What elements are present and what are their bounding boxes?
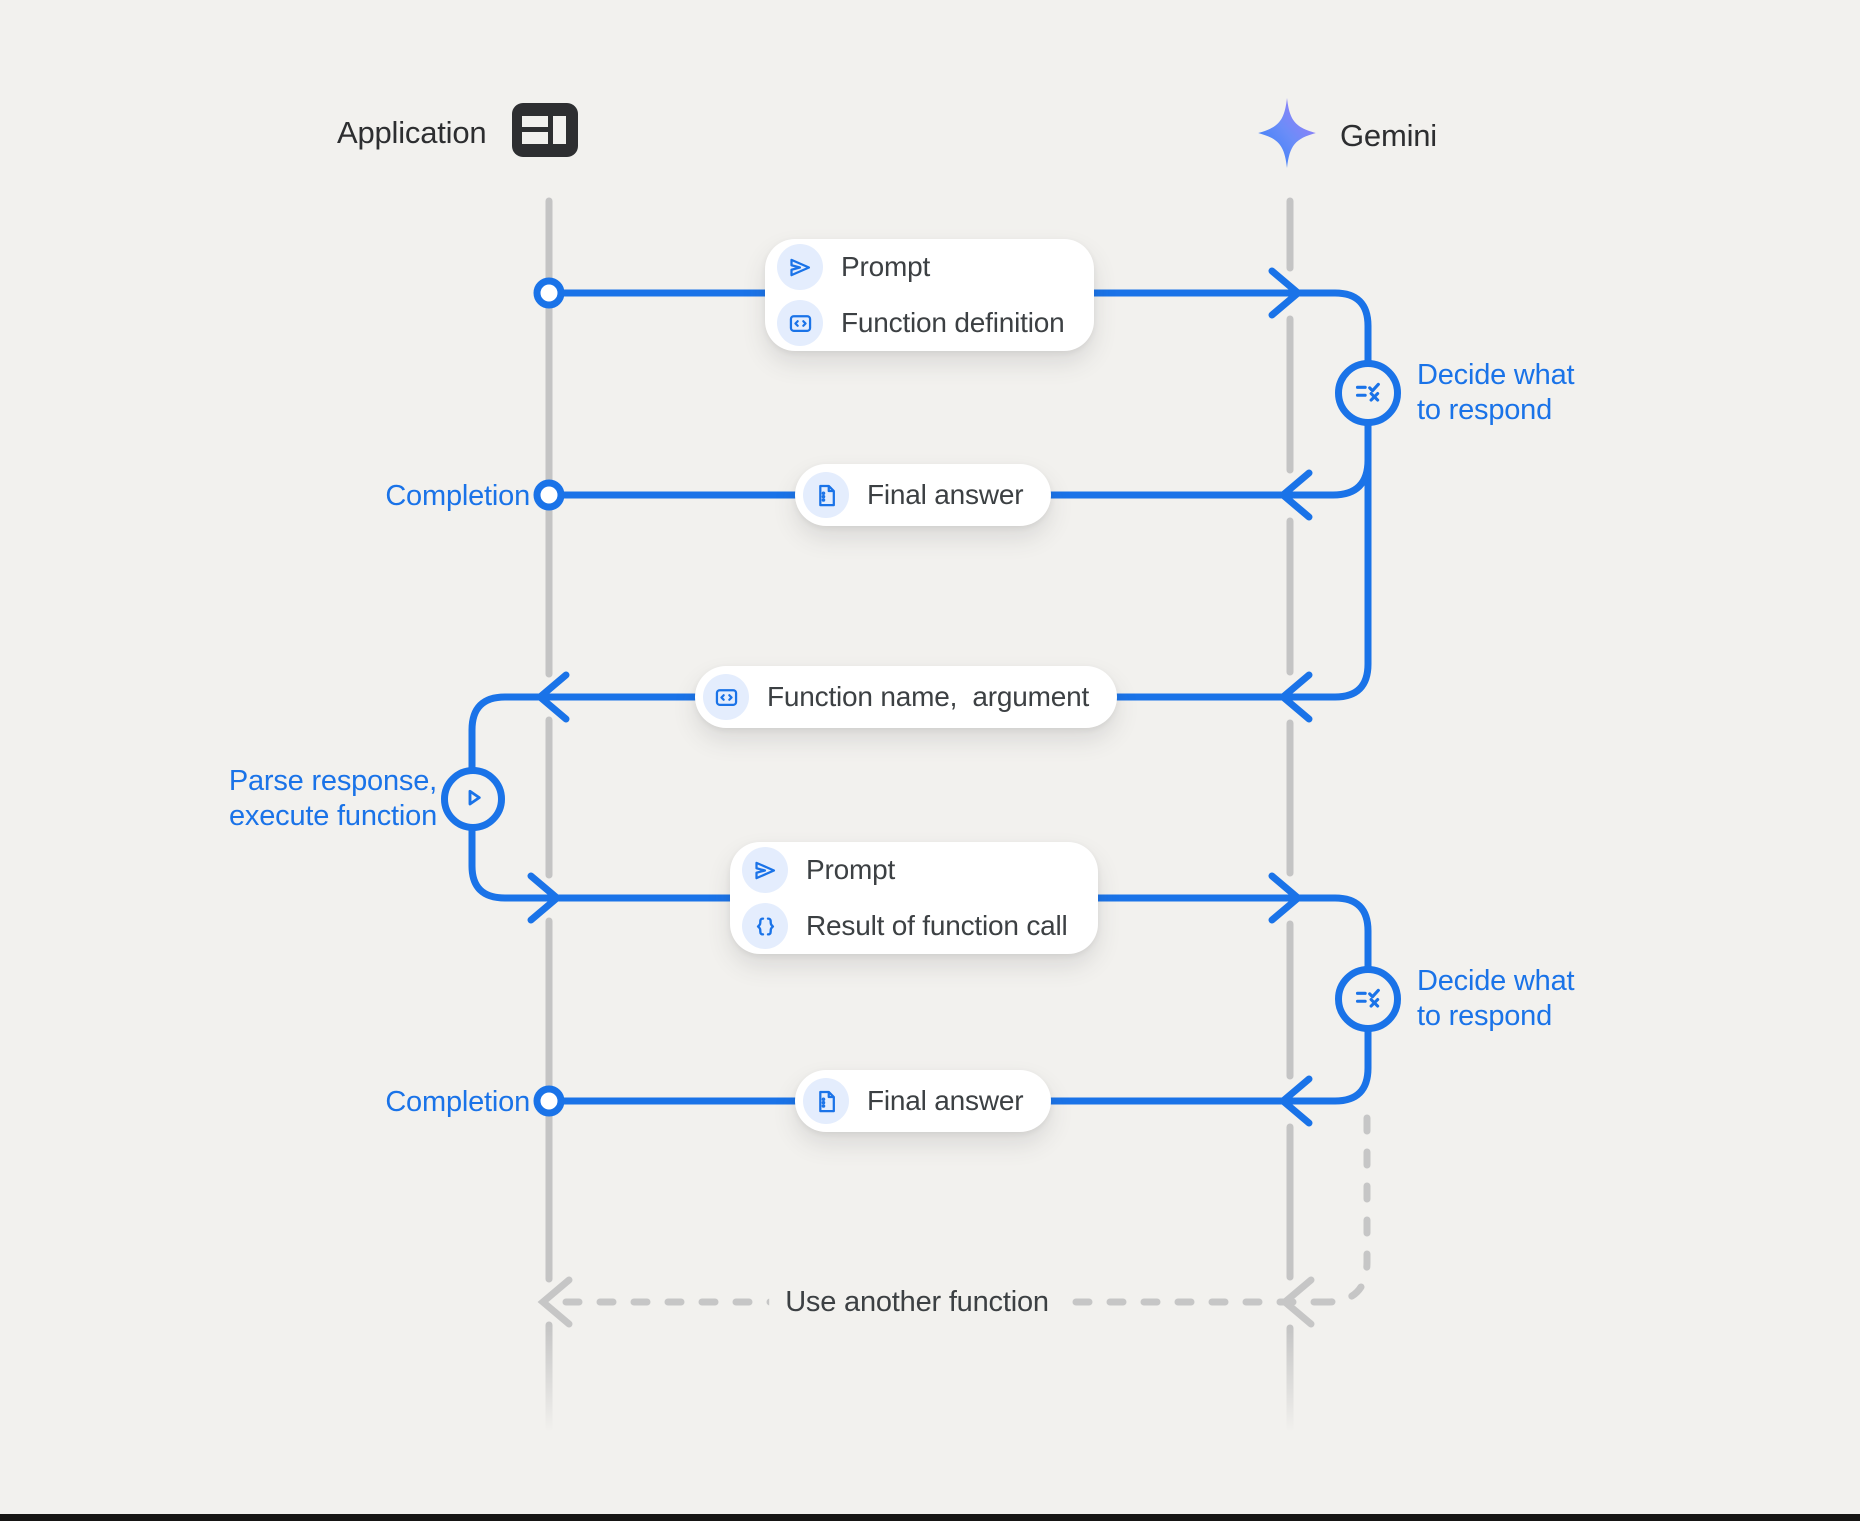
gemini-label: Gemini bbox=[1340, 117, 1437, 153]
decide-note-2: Decide what to respond bbox=[1417, 965, 1575, 1032]
parse-note: Parse response, execute function bbox=[228, 765, 437, 832]
endpoint-circle-row1 bbox=[533, 277, 565, 309]
gemini-star-icon bbox=[1258, 98, 1316, 173]
message-row: Result of function call bbox=[742, 903, 1068, 949]
braces-icon bbox=[742, 903, 788, 949]
decide-note-1: Decide what to respond bbox=[1417, 359, 1575, 426]
decide-node bbox=[1335, 360, 1401, 426]
bottom-edge-bar bbox=[0, 1514, 1860, 1521]
message-row: Function definition bbox=[777, 300, 1065, 346]
message-label: Prompt bbox=[806, 854, 896, 885]
message-card-prompt-function-definition: Prompt Function definition bbox=[765, 239, 1095, 351]
completion-label-2: Completion bbox=[385, 1086, 530, 1118]
decide-node bbox=[1335, 966, 1401, 1032]
code-square-icon bbox=[703, 674, 749, 720]
code-square-icon bbox=[777, 300, 823, 346]
message-row: Prompt bbox=[742, 847, 1068, 893]
message-pill-final-answer-1: Final answer bbox=[795, 464, 1052, 526]
play-icon bbox=[458, 782, 488, 817]
parse-node bbox=[441, 767, 505, 831]
rule-icon bbox=[1351, 374, 1385, 413]
endpoint-circle-row2 bbox=[533, 479, 565, 511]
arrowhead-right-row4-gemini bbox=[1268, 872, 1302, 924]
application-header: Application bbox=[337, 103, 579, 162]
message-label: Final answer bbox=[867, 1085, 1024, 1116]
completion-label-1: Completion bbox=[385, 480, 530, 512]
message-label: Final answer bbox=[867, 479, 1024, 510]
app-window-icon bbox=[512, 103, 579, 162]
rule-icon bbox=[1351, 980, 1385, 1019]
loop-arrowhead-application bbox=[537, 1276, 573, 1328]
message-pill-function-name-argument: Function name, argument bbox=[695, 666, 1118, 728]
arrowhead-right-row1 bbox=[1268, 267, 1302, 319]
loop-arrowhead-gemini bbox=[1279, 1276, 1315, 1328]
endpoint-circle-row5 bbox=[533, 1085, 565, 1117]
send-icon bbox=[742, 847, 788, 893]
arrowhead-right-row4-application bbox=[527, 872, 561, 924]
message-pill-final-answer-2: Final answer bbox=[795, 1070, 1052, 1132]
loop-label: Use another function bbox=[769, 1283, 1065, 1321]
message-label: Function name, argument bbox=[767, 681, 1090, 712]
document-icon bbox=[803, 472, 849, 518]
message-label: Function definition bbox=[841, 307, 1065, 338]
arrowhead-left-row5 bbox=[1279, 1075, 1313, 1127]
arrowhead-left-row2 bbox=[1279, 469, 1313, 521]
message-row: Prompt bbox=[777, 244, 1064, 290]
message-label: Result of function call bbox=[806, 910, 1068, 941]
send-icon bbox=[777, 244, 823, 290]
endpoint-circles bbox=[533, 277, 565, 1117]
message-card-prompt-result: Prompt Result of function call bbox=[730, 842, 1098, 954]
application-label: Application bbox=[337, 114, 487, 150]
arrowhead-left-row3-application bbox=[536, 671, 570, 723]
arrowhead-left-row3-gemini bbox=[1279, 671, 1313, 723]
gemini-header: Gemini bbox=[1258, 98, 1437, 173]
document-icon bbox=[803, 1078, 849, 1124]
message-label: Prompt bbox=[841, 251, 931, 282]
